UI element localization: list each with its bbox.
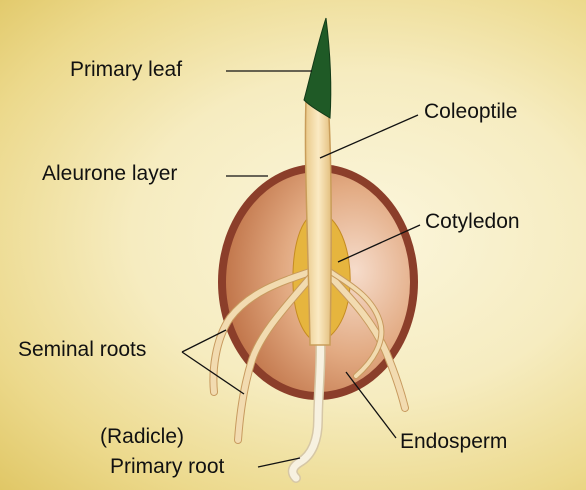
label-radicle: (Radicle): [100, 425, 184, 449]
coleoptile: [305, 100, 331, 345]
label-primary-leaf: Primary leaf: [70, 58, 182, 82]
label-primary-root: Primary root: [110, 455, 224, 479]
label-coleoptile: Coleoptile: [424, 100, 517, 124]
primary-leaf: [304, 18, 331, 118]
label-aleurone-layer: Aleurone layer: [42, 162, 177, 186]
label-seminal-roots: Seminal roots: [18, 338, 146, 362]
leader-coleoptile: [320, 115, 418, 158]
label-endosperm: Endosperm: [400, 430, 507, 454]
label-cotyledon: Cotyledon: [425, 210, 520, 234]
